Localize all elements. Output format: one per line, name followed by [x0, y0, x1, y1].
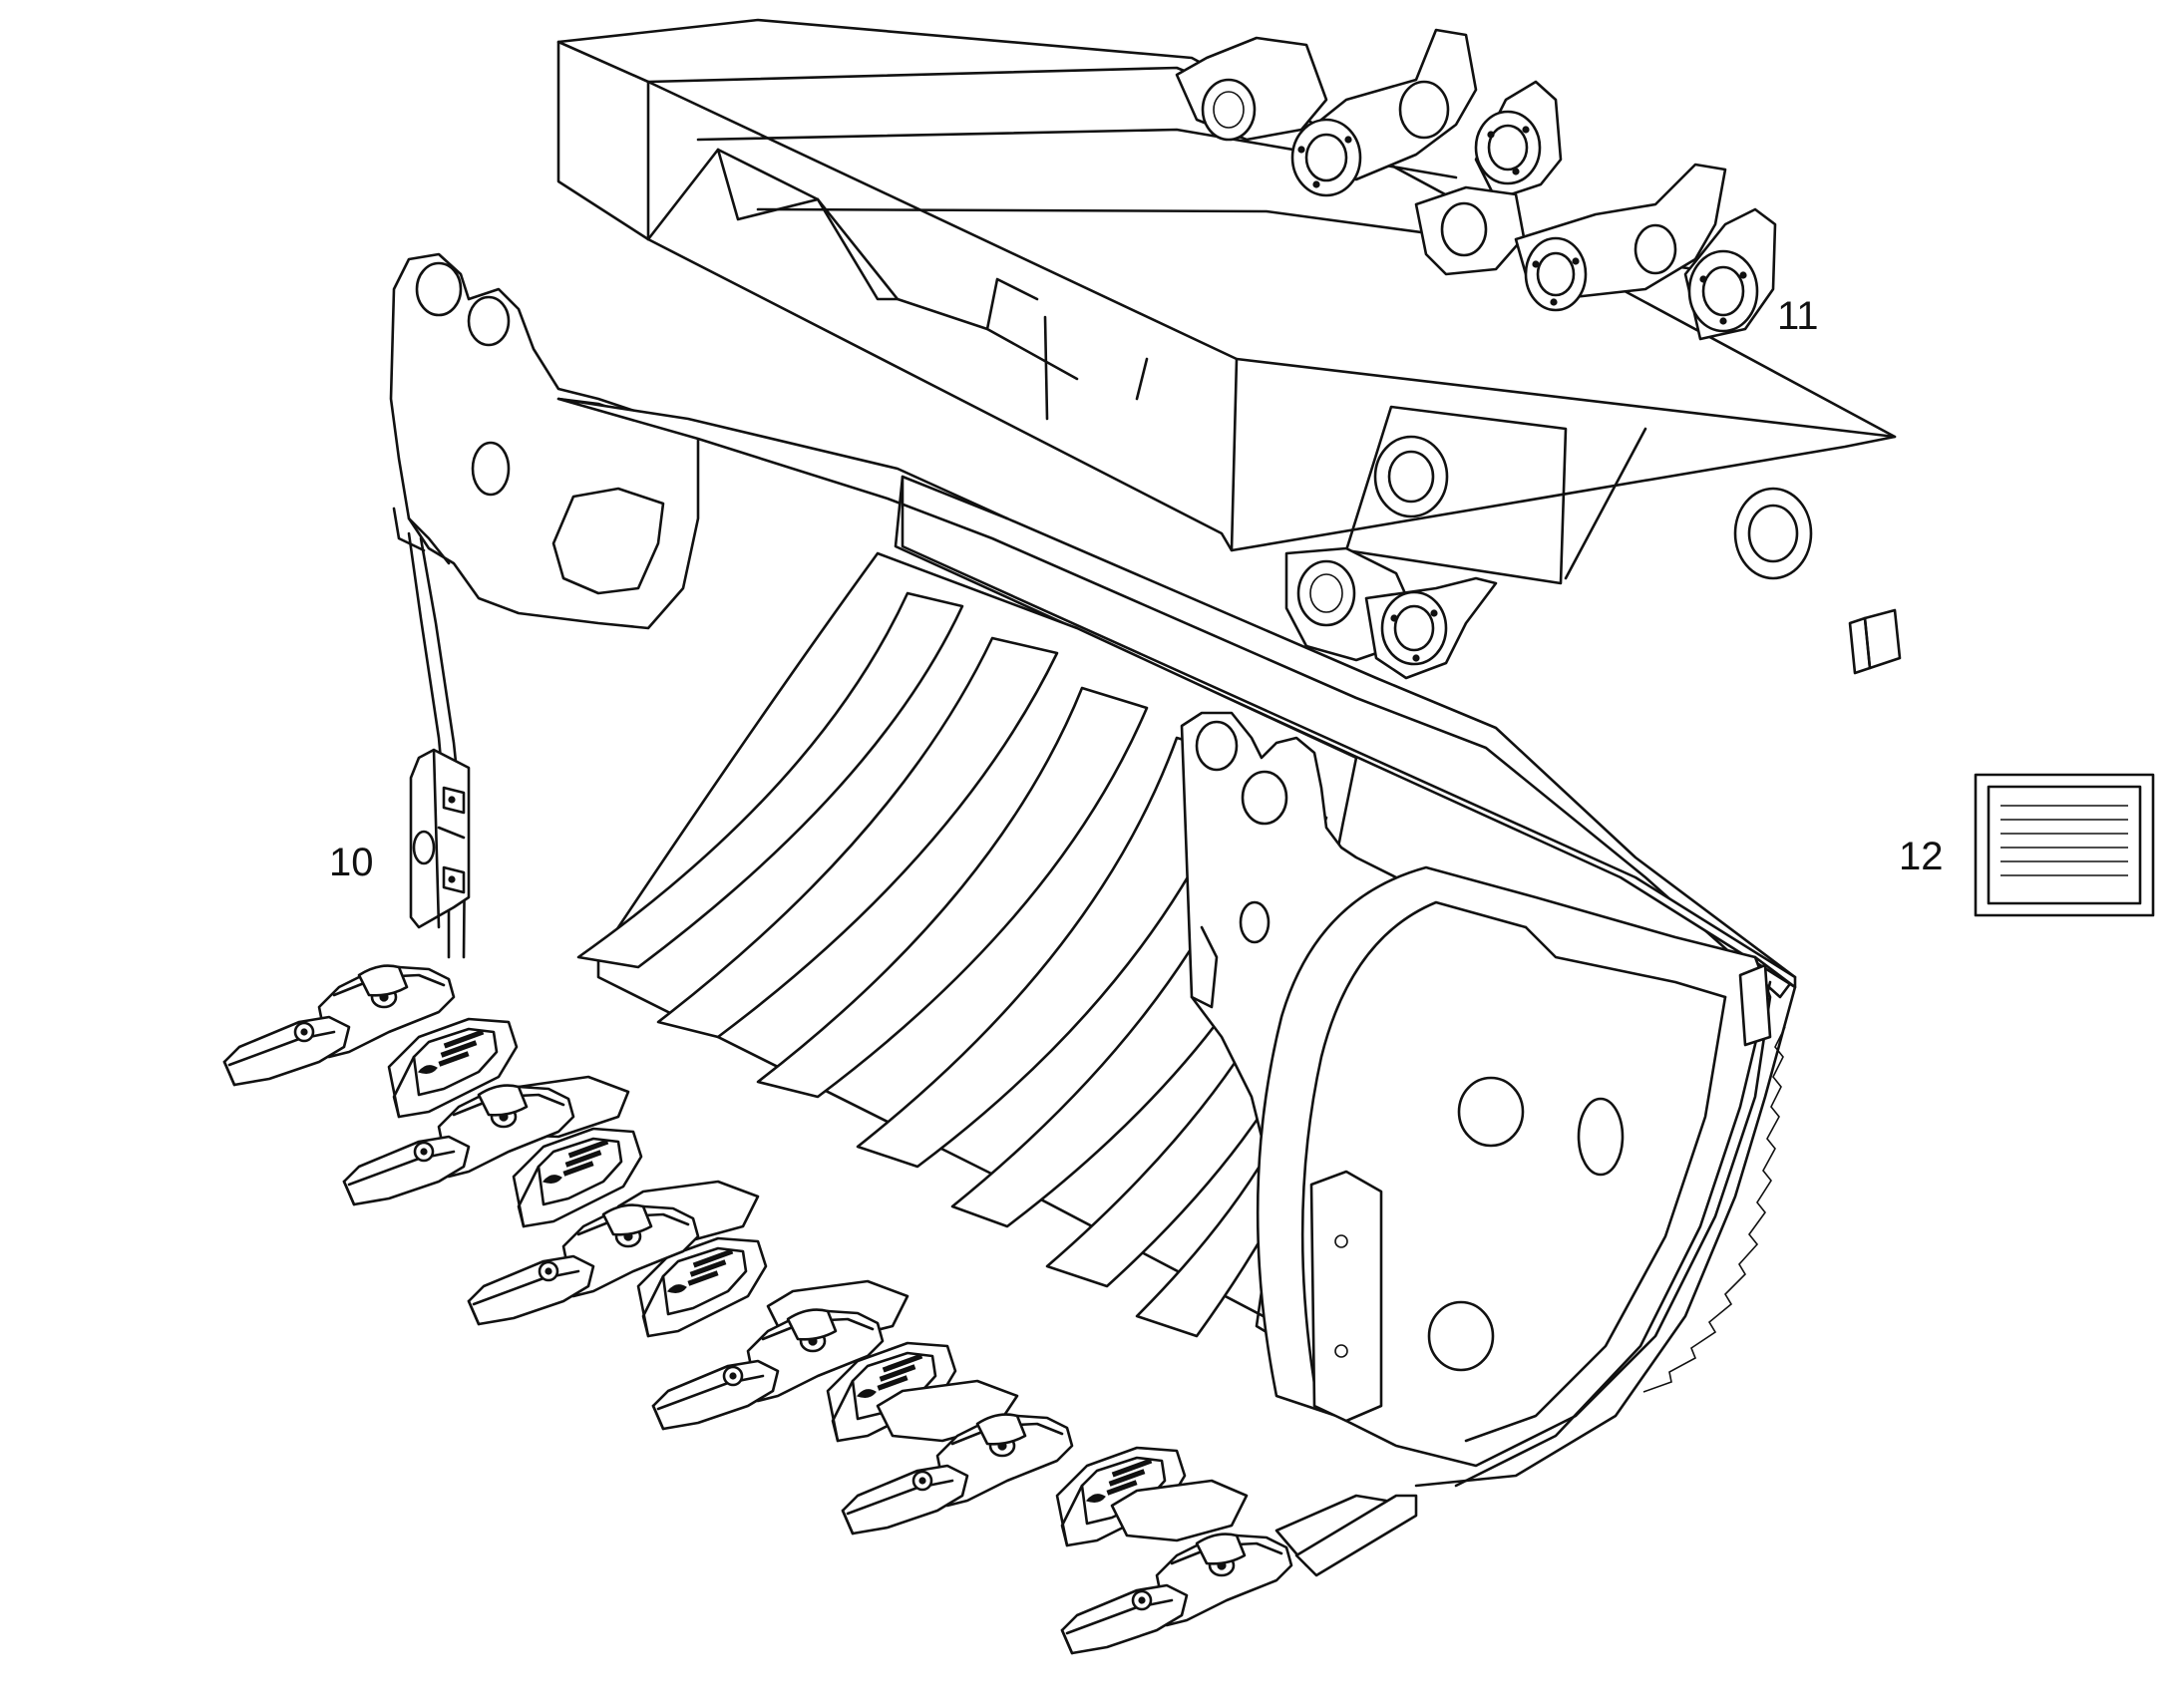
mounting-bracket-part-11 — [556, 18, 1902, 680]
callout-12: 12 — [1899, 835, 1944, 878]
bucket-body — [389, 252, 1797, 1488]
callout-10: 10 — [329, 841, 374, 884]
callout-11: 11 — [1777, 294, 1819, 338]
document-icon — [1974, 773, 2155, 917]
side-adapter-part-10 — [409, 748, 471, 929]
tooth-row — [222, 964, 1418, 1655]
